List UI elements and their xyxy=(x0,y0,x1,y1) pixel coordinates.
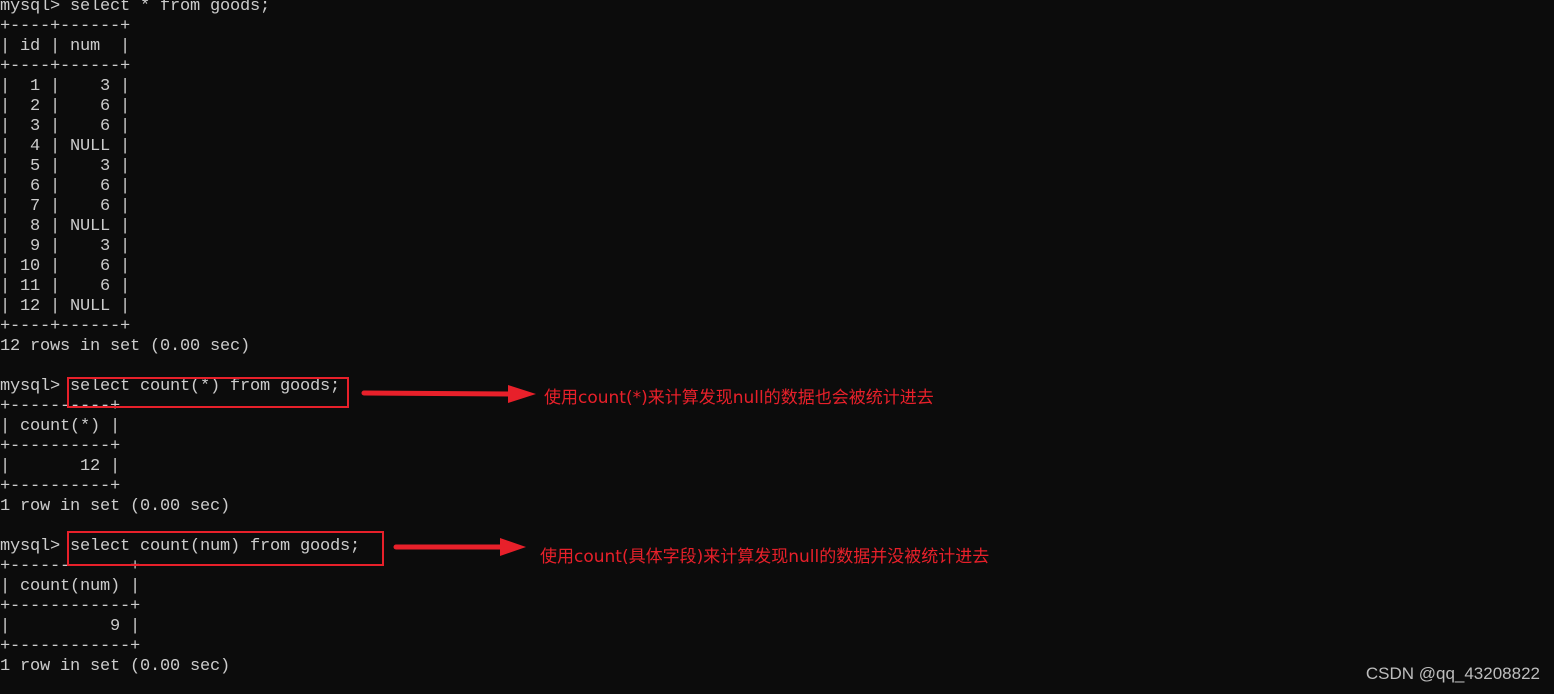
command-line: mysql> select count(*) from goods; xyxy=(0,377,341,396)
table-header: | count(num) | xyxy=(0,577,141,596)
command-line: mysql> select * from goods; xyxy=(0,0,271,16)
status-line: 12 rows in set (0.00 sec) xyxy=(0,337,251,356)
status-line: 1 row in set (0.00 sec) xyxy=(0,657,231,676)
arrow-icon xyxy=(393,538,526,556)
table-row: | 8 | NULL | xyxy=(0,217,131,236)
table-border: +------------+ xyxy=(0,637,141,656)
table-row: | 3 | 6 | xyxy=(0,117,131,136)
annotation-count-star: 使用count(*)来计算发现null的数据也会被统计进去 xyxy=(544,388,934,408)
table-row: | 6 | 6 | xyxy=(0,177,131,196)
highlight-box-count-num xyxy=(67,531,384,566)
table-header: | id | num | xyxy=(0,37,131,56)
table-row: | 5 | 3 | xyxy=(0,157,131,176)
table-border: +----+------+ xyxy=(0,317,131,336)
table-row: | 4 | NULL | xyxy=(0,137,131,156)
status-line: 1 row in set (0.00 sec) xyxy=(0,497,231,516)
table-row: | 12 | NULL | xyxy=(0,297,131,316)
highlight-box-count-star xyxy=(67,377,349,408)
table-row: | 12 | xyxy=(0,457,121,476)
arrow-icon xyxy=(361,385,536,403)
table-border: +------------+ xyxy=(0,597,141,616)
table-row: | 9 | 3 | xyxy=(0,237,131,256)
table-border: +----+------+ xyxy=(0,57,131,76)
table-border: +----------+ xyxy=(0,437,121,456)
table-border: +------------+ xyxy=(0,557,141,576)
watermark: CSDN @qq_43208822 xyxy=(1365,664,1540,683)
table-row: | 7 | 6 | xyxy=(0,197,131,216)
table-row: | 9 | xyxy=(0,617,141,636)
table-header: | count(*) | xyxy=(0,417,121,436)
table-row: | 2 | 6 | xyxy=(0,97,131,116)
blank-line xyxy=(0,357,360,377)
table-row: | 11 | 6 | xyxy=(0,277,131,296)
table-border: +----------+ xyxy=(0,477,121,496)
table-border: +----------+ xyxy=(0,397,121,416)
annotation-count-num: 使用count(具体字段)来计算发现null的数据并没被统计进去 xyxy=(540,547,990,567)
table-row: | 10 | 6 | xyxy=(0,257,131,276)
command-line: mysql> select count(num) from goods; xyxy=(0,537,361,556)
table-row: | 1 | 3 | xyxy=(0,77,131,96)
table-border: +----+------+ xyxy=(0,17,131,36)
terminal-output: mysql> select * from goods;+----+------+… xyxy=(0,0,360,677)
